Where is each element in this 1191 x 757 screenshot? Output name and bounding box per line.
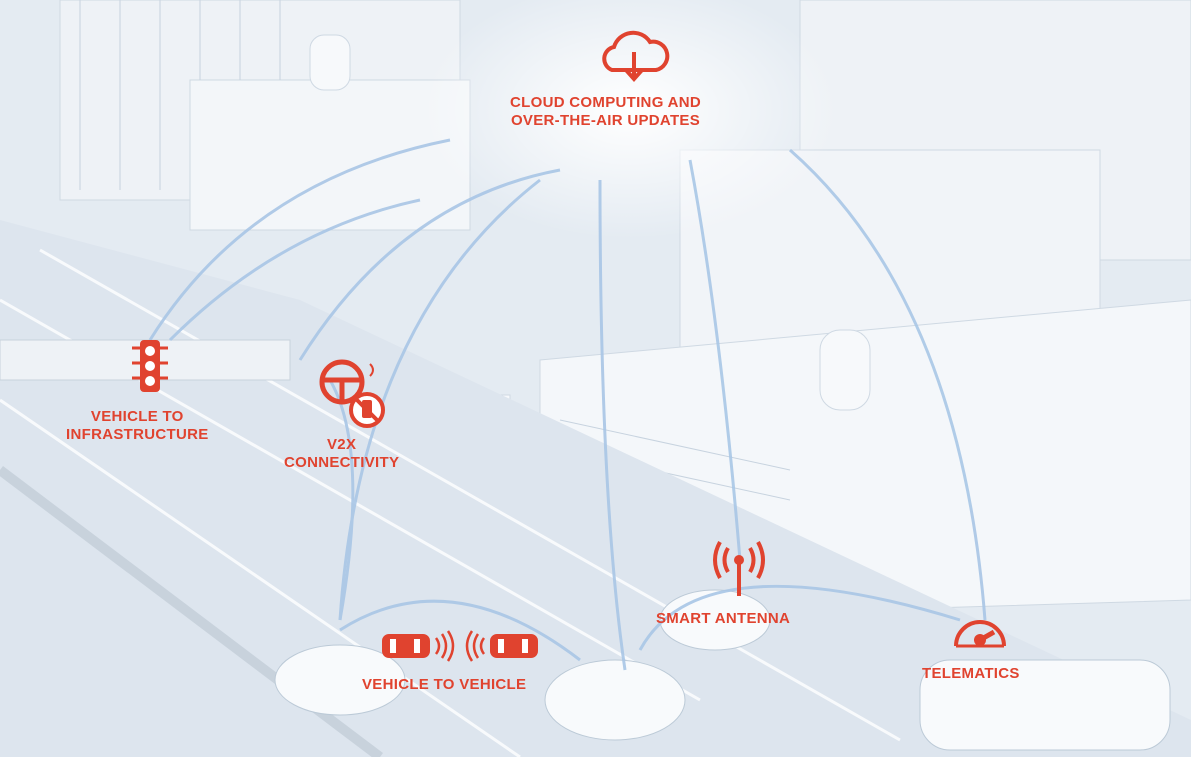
cloud [420, 0, 840, 240]
antenna-icon [713, 541, 765, 596]
car-signal-icon [382, 630, 538, 662]
cloud-label-line2: OVER-THE-AIR UPDATES [510, 112, 701, 129]
v2i-label: VEHICLE TO INFRASTRUCTURE [66, 408, 209, 444]
no-phone-icon [349, 392, 385, 428]
vehicles [274, 589, 1171, 751]
v2x-label-line1: V2X [327, 436, 357, 453]
gauge-icon [954, 620, 1006, 648]
v2i-label-line1: VEHICLE TO [90, 408, 184, 425]
antenna-label: SMART ANTENNA [656, 610, 791, 627]
highway [0, 220, 1191, 757]
signal-arcs [148, 138, 987, 671]
v2v-label: VEHICLE TO VEHICLE [362, 676, 527, 693]
traffic-light-icon [132, 340, 168, 392]
cloud-label-line1: CLOUD COMPUTING AND [510, 94, 701, 111]
v2x-label: V2X CONNECTIVITY [284, 436, 399, 472]
cloud-label: CLOUD COMPUTING AND OVER-THE-AIR UPDATES [510, 94, 701, 130]
steering-wheel-icon [319, 359, 374, 405]
telematics-label: TELEMATICS [922, 665, 1020, 682]
v2x-label-line2: CONNECTIVITY [284, 454, 400, 471]
cloud-download-icon [602, 30, 670, 83]
v2i-label-line2: INFRASTRUCTURE [66, 426, 209, 443]
